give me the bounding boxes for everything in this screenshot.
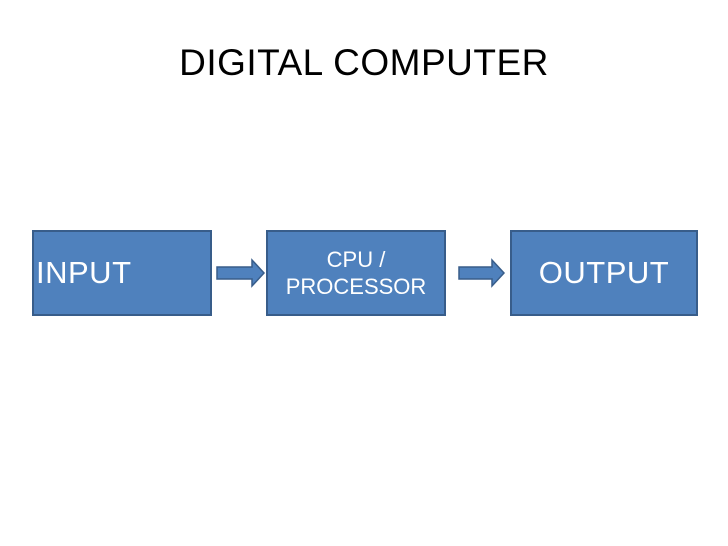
slide-title: DIGITAL COMPUTER <box>179 42 549 83</box>
input-block: INPUT <box>32 230 212 316</box>
processor-block-label-line1: CPU / <box>326 246 386 272</box>
processor-block-label-line2: PROCESSOR <box>285 274 427 299</box>
arrow-processor-to-output <box>458 258 506 288</box>
output-block: OUTPUT <box>510 230 698 316</box>
input-block-label: INPUT <box>36 255 132 290</box>
processor-block: CPU / PROCESSOR <box>266 230 446 316</box>
output-block-label: OUTPUT <box>538 255 670 290</box>
arrow-input-to-processor <box>216 258 266 288</box>
